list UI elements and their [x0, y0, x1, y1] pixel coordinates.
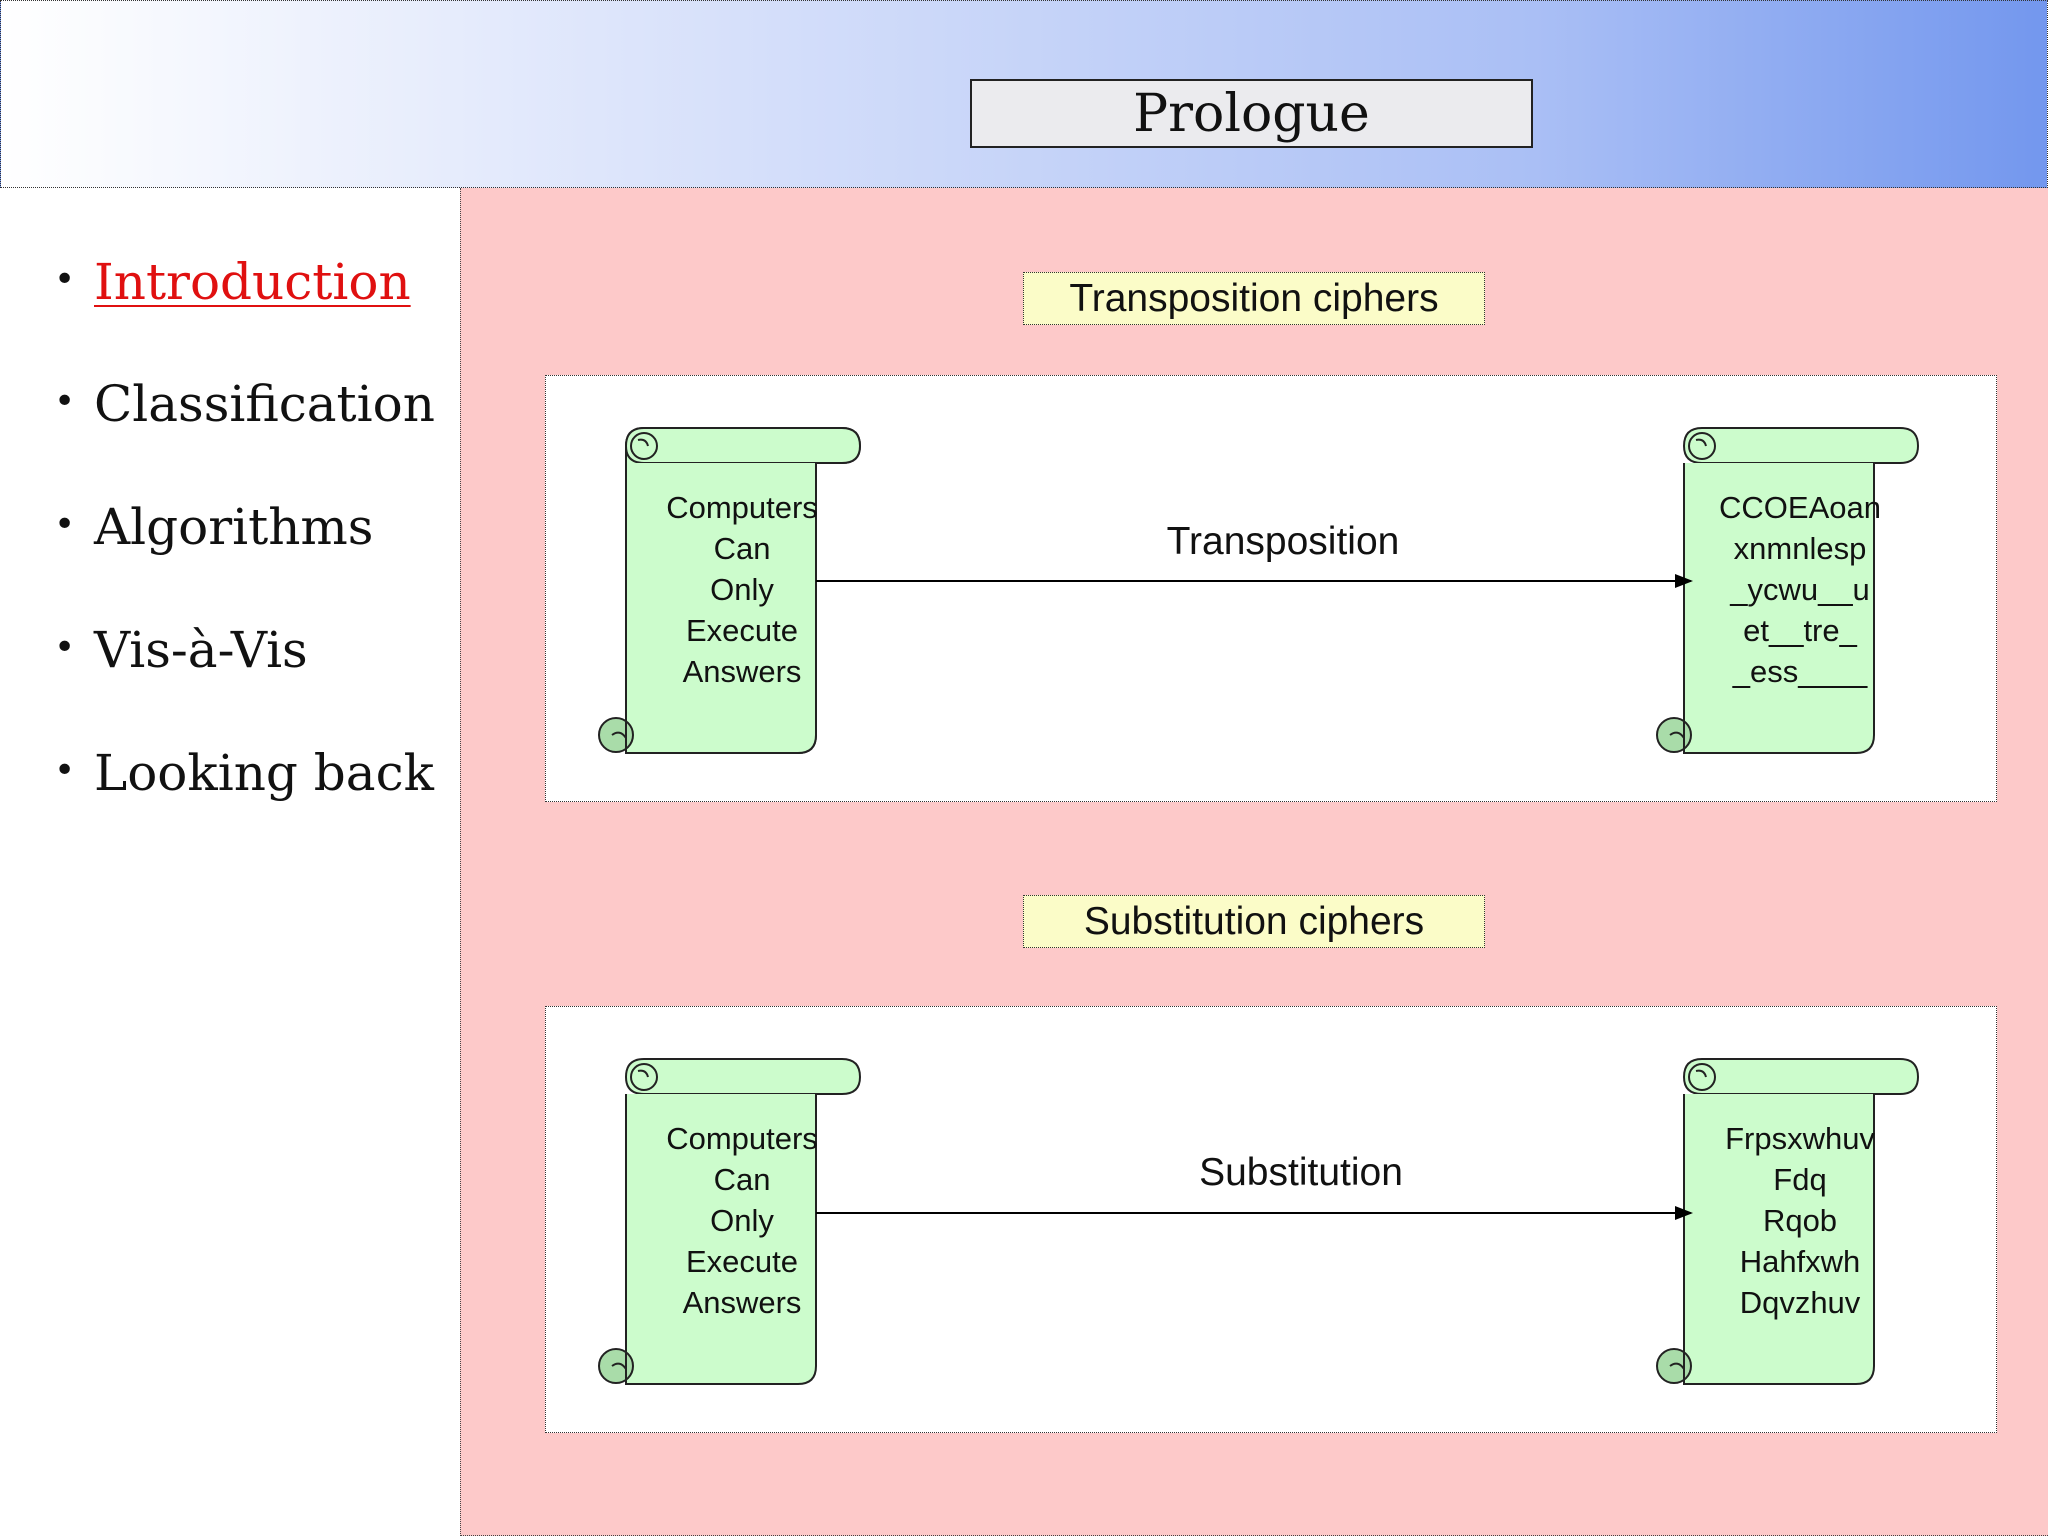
nav-item-introduction[interactable]: • Introduction	[54, 253, 411, 311]
ciphertext-scroll	[1656, 427, 1920, 754]
nav-item-label: Looking back	[94, 744, 434, 802]
plaintext-message: Computers Can Only Execute Answers	[666, 490, 818, 689]
bullet-icon: •	[54, 504, 76, 545]
ciphertext-message: Frpsxwhuv Fdq Rqob Hahfxwh Dqvzhuv	[1725, 1121, 1875, 1320]
substitution-panel	[545, 1006, 1997, 1433]
nav-item-looking-back[interactable]: • Looking back	[54, 744, 434, 802]
bullet-icon: •	[54, 259, 76, 300]
substitution-diagram	[598, 1058, 1920, 1385]
bullet-icon: •	[54, 627, 76, 668]
transposition-ciphers-label: Transposition ciphers	[1023, 272, 1485, 325]
transposition-panel	[545, 375, 1997, 802]
nav-item-label[interactable]: Introduction	[94, 253, 411, 311]
nav-item-vis-a-vis[interactable]: • Vis-à-Vis	[54, 621, 308, 679]
nav-item-algorithms[interactable]: • Algorithms	[54, 498, 373, 556]
substitution-ciphers-label: Substitution ciphers	[1023, 895, 1485, 948]
transposition-arrow-label: Transposition	[1166, 520, 1400, 563]
ciphertext-message: CCOEAoan xnmnlesp _ycwu__u et__tre_ _ess…	[1719, 490, 1881, 689]
nav-item-label: Classification	[94, 375, 435, 433]
header-banner: Prologue	[0, 0, 2048, 188]
bullet-icon: •	[54, 381, 76, 422]
slide-title: Prologue	[970, 79, 1533, 148]
bullet-icon: •	[54, 750, 76, 791]
ciphertext-scroll	[1656, 1058, 1920, 1385]
nav-item-label: Algorithms	[94, 498, 374, 556]
transposition-diagram	[598, 427, 1920, 754]
nav-item-classification[interactable]: • Classification	[54, 375, 435, 433]
plaintext-message: Computers Can Only Execute Answers	[666, 1121, 818, 1320]
nav-item-label: Vis-à-Vis	[94, 621, 308, 679]
plaintext-scroll	[598, 427, 862, 754]
substitution-arrow-label: Substitution	[1199, 1151, 1403, 1194]
plaintext-scroll	[598, 1058, 862, 1385]
topic-nav: • Introduction • Classification • Algorithm…	[0, 188, 460, 1536]
